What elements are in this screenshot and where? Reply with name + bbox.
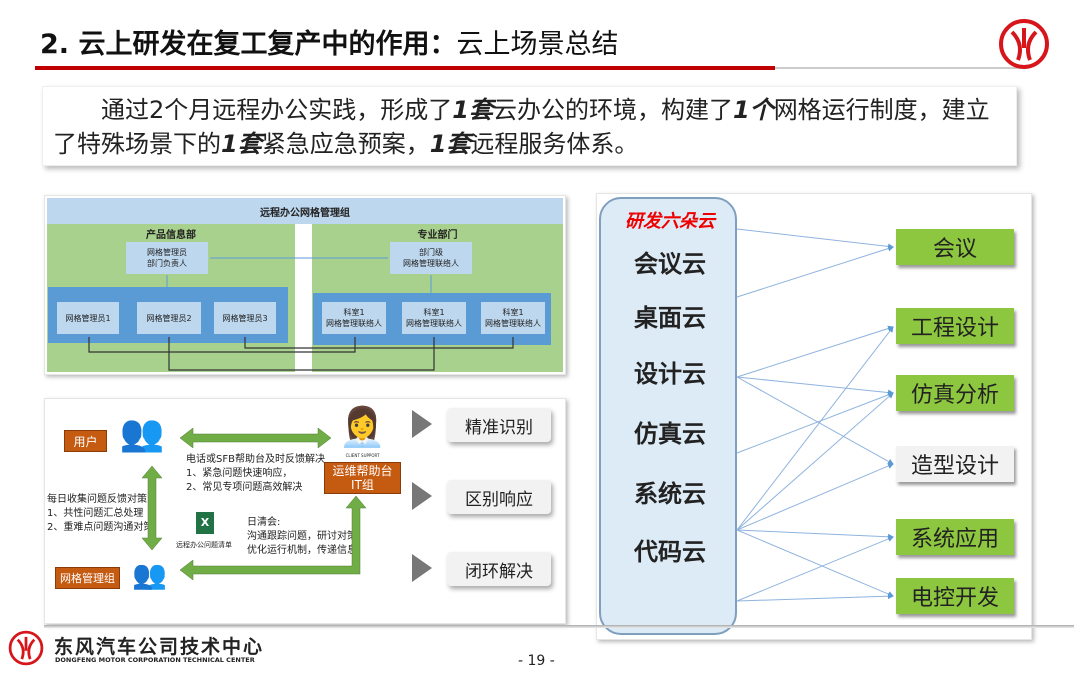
support-agent-icon: 👩‍💼 xyxy=(338,405,387,449)
excel-label: 远程办公问题清单 xyxy=(176,541,232,549)
meeting-description: 日清会: 沟通跟踪问题，研讨对策 优化运行机制，传递信息 xyxy=(247,517,357,556)
company-name-en: DONGFENG MOTOR CORPORATION TECHNICAL CEN… xyxy=(55,656,255,664)
cloud-simulation: 仿真云 xyxy=(634,420,706,448)
tag-differentiated-response: 区别响应 xyxy=(447,480,551,514)
user-box: 用户 xyxy=(64,430,107,452)
member-box: 网格管理员2 xyxy=(137,302,201,334)
target-electronic-control: 电控开发 xyxy=(896,578,1014,614)
tag-precise-identify: 精准识别 xyxy=(447,408,551,442)
member-box: 网格管理员3 xyxy=(214,302,276,334)
grid-group-box: 网格管理组 xyxy=(55,567,120,589)
grid-header: 远程办公网格管理组 xyxy=(47,198,563,224)
right-head-box: 部门级 网格管理联络人 xyxy=(390,242,472,274)
title-divider-gray xyxy=(775,67,1025,69)
summary-highlight: 1套 xyxy=(221,130,262,158)
member-box: 科室1 网格管理联络人 xyxy=(322,302,386,334)
summary-text: 通过2个月远程办公实践，形成了1套云办公的环境，构建了1个网格运行制度，建立了特… xyxy=(42,86,1017,166)
member-box: 科室1 网格管理联络人 xyxy=(402,302,466,334)
cloud-meeting: 会议云 xyxy=(634,250,706,278)
target-styling-design: 造型设计 xyxy=(896,446,1014,482)
helpdesk-description: 电话或SFB帮助台及时反馈解决 1、紧急问题快速响应， 2、常见专项问题高效解决 xyxy=(186,454,325,493)
arrow-right-icon xyxy=(412,482,432,510)
summary-part: 通过2个月远程办公实践，形成了 xyxy=(101,96,453,124)
summary-part: 紧急应急预案， xyxy=(261,130,430,158)
left-head-box: 网格管理员 部门负责人 xyxy=(126,242,208,274)
target-system-application: 系统应用 xyxy=(896,519,1014,555)
company-name-cn: 东风汽车公司技术中心 xyxy=(54,636,265,658)
target-meeting: 会议 xyxy=(896,229,1014,265)
excel-icon: X xyxy=(196,512,214,534)
cloud-code: 代码云 xyxy=(634,538,706,566)
summary-part: 远程服务体系。 xyxy=(470,130,639,158)
right-dept-label: 专业部门 xyxy=(417,230,458,241)
summary-highlight: 1套 xyxy=(452,96,493,124)
slide-title: 2. 云上研发在复工复产中的作用：云上场景总结 xyxy=(40,22,618,61)
title-sub: 云上场景总结 xyxy=(456,29,619,60)
arrow-right-icon xyxy=(412,410,432,438)
footer-logo-icon xyxy=(8,630,44,666)
it-helpdesk-box: 运维帮助台 IT组 xyxy=(324,462,401,494)
target-simulation-analysis: 仿真分析 xyxy=(896,375,1014,411)
page-number: - 19 - xyxy=(518,653,555,669)
footer-divider xyxy=(44,625,1074,628)
member-box: 科室1 网格管理联络人 xyxy=(481,302,545,334)
title-divider xyxy=(35,66,775,70)
summary-highlight: 1套 xyxy=(429,130,471,158)
arrow-right-icon xyxy=(412,554,432,582)
daily-feedback-description: 每日收集问题反馈对策 1、共性问题汇总处理 2、重难点问题沟通对策 xyxy=(47,494,154,533)
tag-closed-loop: 闭环解决 xyxy=(447,552,551,586)
summary-part: 网格运行制度，建立了特殊场景下的 xyxy=(53,96,990,158)
dongfeng-logo-icon xyxy=(999,19,1049,69)
client-support-label: CLIENT SUPPORT xyxy=(345,453,380,458)
meeting-icon: 👥 xyxy=(132,558,167,591)
cloud-design: 设计云 xyxy=(634,360,706,388)
member-box: 网格管理员1 xyxy=(57,302,119,334)
users-group-icon: 👥 xyxy=(119,413,165,454)
cloud-list-box xyxy=(599,197,737,635)
grid-connectors xyxy=(88,257,514,371)
target-engineering-design: 工程设计 xyxy=(896,308,1014,344)
service-arrows xyxy=(141,427,367,581)
title-main: 2. 云上研发在复工复产中的作用： xyxy=(40,29,457,60)
summary-highlight: 1个 xyxy=(732,96,774,124)
summary-part: 云办公的环境，构建了 xyxy=(492,96,733,124)
cloud-system: 系统云 xyxy=(634,480,706,508)
cloud-desktop: 桌面云 xyxy=(634,304,706,332)
left-dept-label: 产品信息部 xyxy=(146,230,196,241)
cloud-list-title: 研发六朵云 xyxy=(625,211,715,232)
